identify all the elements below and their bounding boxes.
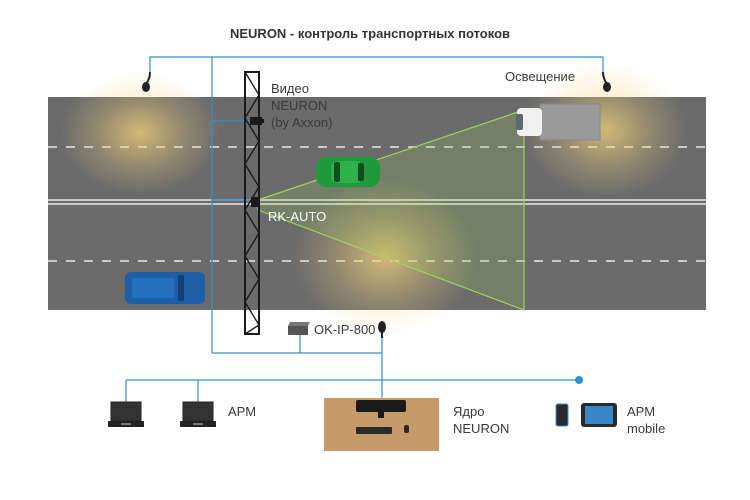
core-label-line1: Ядро bbox=[453, 404, 484, 419]
green-car bbox=[316, 157, 380, 187]
street-lamp-icon bbox=[602, 71, 611, 92]
workstation-icon bbox=[180, 401, 216, 427]
arm-label: АРМ bbox=[228, 404, 256, 419]
diagram-title: NEURON - контроль транспортных потоков bbox=[230, 26, 510, 41]
tablet-icon bbox=[581, 403, 617, 427]
ok-ip-800-device-icon bbox=[288, 322, 310, 335]
arm-mobile-label-line1: АРМ bbox=[627, 404, 655, 419]
rk-auto-label: RK-AUTO bbox=[268, 209, 326, 224]
network-endpoint-icon bbox=[575, 376, 583, 384]
lighting-label: Освещение bbox=[505, 69, 575, 84]
core-label-line2: NEURON bbox=[453, 421, 509, 436]
camera-icon bbox=[250, 117, 264, 125]
video-label-line3: (by Axxon) bbox=[271, 115, 332, 130]
street-lamp-icon bbox=[142, 71, 151, 92]
video-label-line1: Видео bbox=[271, 81, 309, 96]
phone-icon bbox=[555, 403, 569, 427]
core-neuron-workplace bbox=[324, 398, 439, 451]
arm-mobile-label-line2: mobile bbox=[627, 421, 665, 436]
lamp-glow-right bbox=[523, 62, 687, 198]
network-lines bbox=[125, 56, 604, 402]
blue-van bbox=[125, 272, 205, 304]
video-label-line2: NEURON bbox=[271, 98, 327, 113]
laptop-icon bbox=[108, 401, 144, 427]
white-truck bbox=[516, 103, 601, 141]
lamp-glow-left bbox=[60, 71, 220, 195]
ok-ip-label: OK-IP-800 bbox=[314, 322, 375, 337]
street-lamp-icon bbox=[378, 321, 386, 338]
rk-auto-sensor-icon bbox=[251, 197, 260, 207]
